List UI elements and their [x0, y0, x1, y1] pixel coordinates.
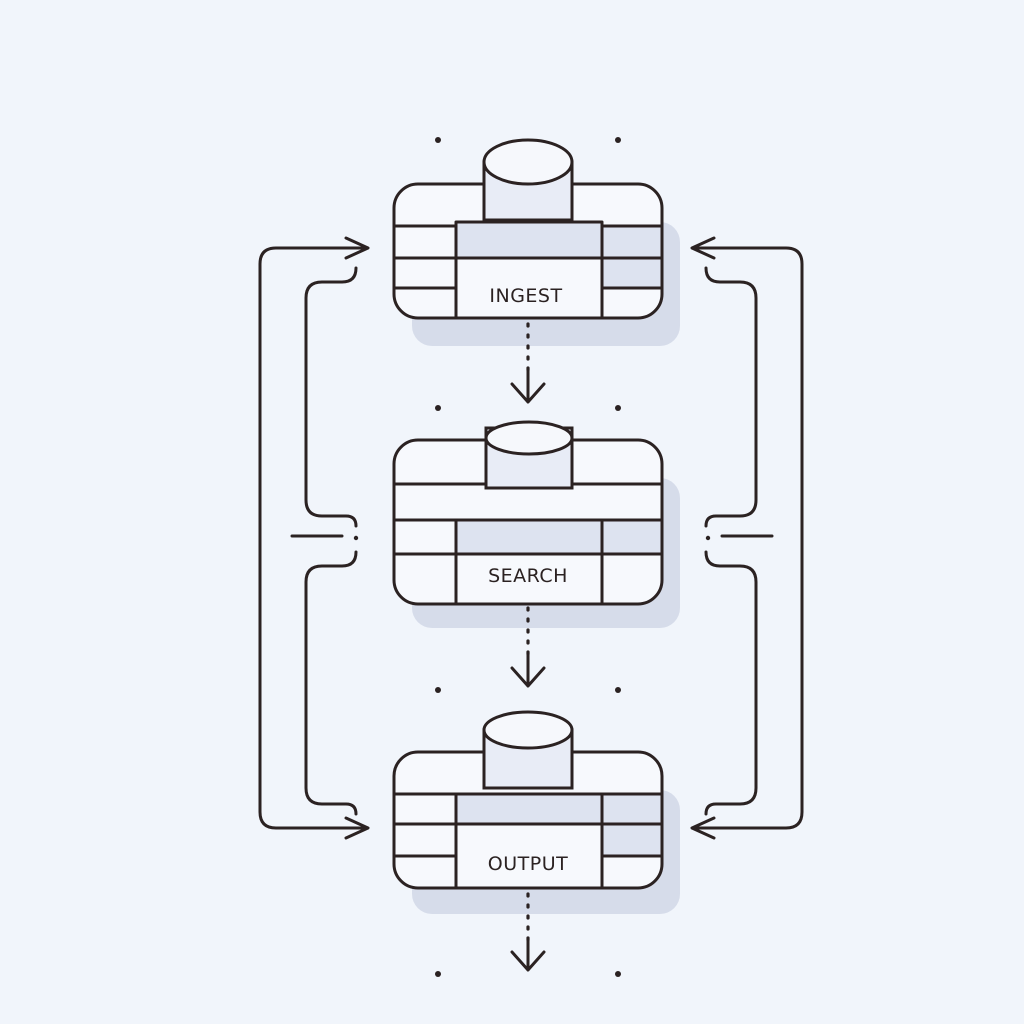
database-stack-icon	[392, 420, 664, 606]
dot-mark	[705, 535, 711, 541]
dot-mark	[435, 405, 441, 411]
stage-search: SEARCH	[392, 420, 680, 688]
loop-line-inner-left-lower	[304, 550, 358, 816]
dot-mark	[615, 137, 621, 143]
loop-line-inner-right-upper	[704, 266, 758, 528]
dot-mark	[615, 687, 621, 693]
stage-label-search: SEARCH	[488, 565, 568, 587]
dot-mark	[353, 535, 359, 541]
dot-mark	[615, 405, 621, 411]
loop-line-outer-left	[258, 246, 368, 830]
stage-output: OUTPUT	[392, 710, 680, 972]
stage-label-ingest: INGEST	[489, 285, 562, 307]
arrow-down-icon	[510, 652, 546, 688]
dot-mark	[435, 687, 441, 693]
arrow-left-icon	[690, 816, 716, 840]
left-feedback-loop	[258, 236, 370, 840]
loop-line-inner-left-upper	[304, 266, 358, 528]
right-feedback-loop	[690, 236, 804, 840]
arrow-left-icon	[690, 236, 716, 260]
decorative-dots	[435, 137, 621, 977]
arrow-right-icon	[344, 236, 370, 260]
loop-line-inner-right-lower	[704, 550, 758, 816]
arrow-down-icon	[510, 368, 546, 404]
loop-line-outer-right	[692, 246, 804, 830]
dot-mark	[615, 971, 621, 977]
dot-mark	[435, 137, 441, 143]
database-stack-icon	[392, 138, 664, 320]
dot-mark	[435, 971, 441, 977]
stage-ingest: INGEST	[392, 138, 680, 404]
database-stack-icon	[392, 710, 664, 890]
arrow-right-icon	[344, 816, 370, 840]
arrow-down-icon	[510, 936, 546, 972]
stage-label-output: OUTPUT	[488, 853, 568, 875]
